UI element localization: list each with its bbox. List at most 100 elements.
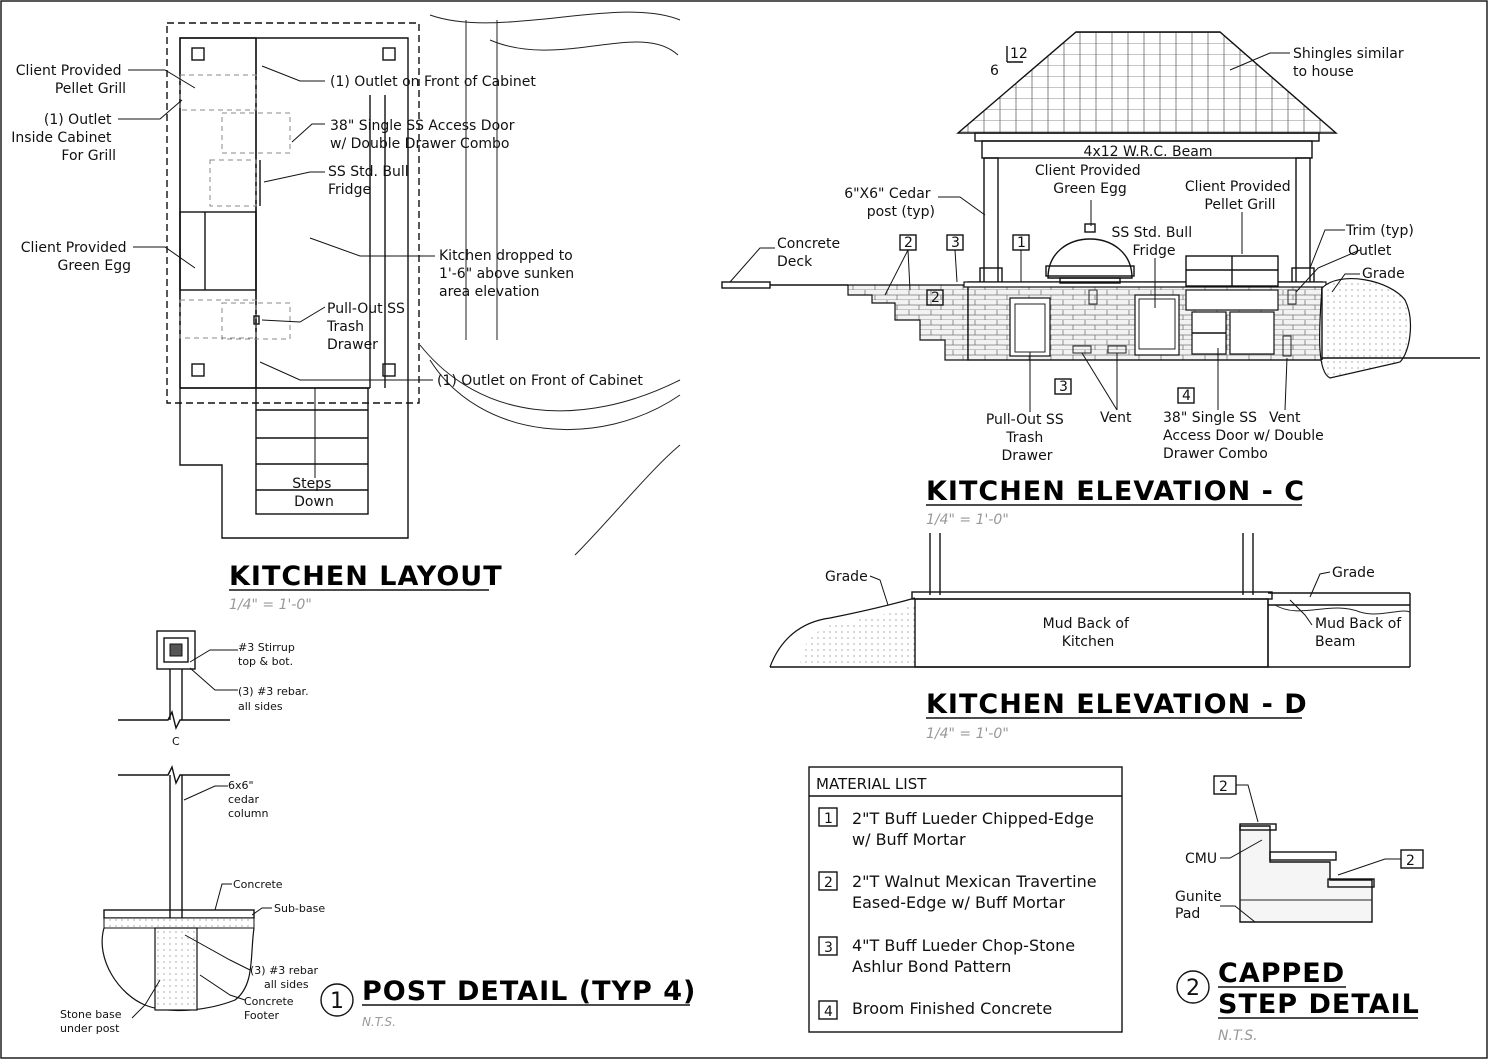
capped-step-detail: 2 2 CMU Gunite Pad 2 CAPPED STEP DETAIL … bbox=[1175, 775, 1424, 1044]
beam-label: 4x12 W.R.C. Beam bbox=[1084, 144, 1213, 160]
material-1-num: 1 bbox=[824, 811, 833, 827]
cedar-post bbox=[1295, 157, 1311, 287]
trash-label: Pull-Out SS Trash Drawer bbox=[986, 412, 1068, 464]
concrete-slab bbox=[103, 909, 255, 919]
step-stone-veneer bbox=[847, 284, 969, 361]
pool-curve bbox=[489, 39, 679, 56]
outlet bbox=[1287, 289, 1297, 305]
tag-3b: 3 bbox=[1059, 379, 1068, 395]
fascia bbox=[974, 132, 1320, 142]
kitchen-layout-title: KITCHEN LAYOUT bbox=[229, 561, 503, 592]
elevation-c-title: KITCHEN ELEVATION - C bbox=[926, 476, 1305, 507]
trim-label: Trim (typ) bbox=[1345, 223, 1414, 239]
pool-curve bbox=[574, 444, 681, 556]
grill-label: Client Provided Pellet Grill bbox=[1185, 179, 1295, 213]
layout-label-steps: Steps Down bbox=[292, 476, 336, 510]
gunite-pad-label: Gunite Pad bbox=[1175, 889, 1226, 922]
elevation-d-scale: 1/4" = 1'-0" bbox=[926, 726, 1009, 742]
mud-kitchen-label: Mud Back of Kitchen bbox=[1043, 616, 1134, 650]
sub-base-label: Sub-base bbox=[274, 902, 325, 915]
layout-label-access-door: 38" Single SS Access Door w/ Double Draw… bbox=[330, 118, 519, 152]
layout-label-green-egg: Client Provided Green Egg bbox=[21, 240, 131, 274]
step-detail-title-1: CAPPED bbox=[1218, 958, 1345, 989]
cedar-post bbox=[983, 157, 999, 287]
vent bbox=[1282, 335, 1292, 357]
pool-curve bbox=[429, 359, 681, 430]
tag-4: 4 bbox=[1182, 388, 1191, 404]
counter bbox=[179, 37, 257, 389]
rebar-label-bottom: (3) #3 rebar all sides bbox=[250, 964, 322, 991]
pitch-rise: 12 bbox=[1010, 46, 1028, 62]
elevation-c-scale: 1/4" = 1'-0" bbox=[926, 512, 1009, 528]
beam bbox=[981, 140, 1313, 159]
material-3-num: 3 bbox=[824, 940, 833, 956]
tag-1: 1 bbox=[1017, 235, 1026, 251]
step-profile bbox=[1239, 825, 1373, 923]
post-detail: C #3 Stirrup top & bot. (3) #3 rebar. al… bbox=[60, 630, 696, 1035]
column-label: 6x6" cedar column bbox=[228, 779, 269, 820]
access-door bbox=[1229, 311, 1275, 355]
concrete-label: Concrete bbox=[233, 878, 283, 891]
layout-label-fridge: SS Std. Bull Fridge bbox=[328, 164, 413, 198]
material-4-text: Broom Finished Concrete bbox=[852, 999, 1052, 1018]
fridge bbox=[1134, 294, 1180, 356]
egg-label: Client Provided Green Egg bbox=[1035, 163, 1145, 197]
tag-2b: 2 bbox=[931, 290, 940, 306]
outer-wall bbox=[179, 37, 409, 539]
pool-curve bbox=[419, 344, 681, 412]
post-label: 6"X6" Cedar post (typ) bbox=[844, 186, 935, 220]
step-detail-scale: N.T.S. bbox=[1218, 1028, 1258, 1044]
post-detail-scale: N.T.S. bbox=[362, 1015, 396, 1029]
access-door-label: 38" Single SS Access Door w/ Double Draw… bbox=[1163, 410, 1328, 462]
material-list: MATERIAL LIST 1 2"T Buff Lueder Chipped-… bbox=[808, 766, 1123, 1033]
mud-back-kitchen bbox=[914, 598, 1269, 668]
post-square bbox=[382, 363, 396, 377]
green-egg-cutout bbox=[179, 211, 257, 291]
sub-base bbox=[103, 917, 255, 929]
detail-number-circle bbox=[1176, 970, 1210, 1004]
grade-mound bbox=[769, 597, 916, 668]
post-square bbox=[191, 47, 205, 61]
pellet-grill-outline bbox=[179, 74, 257, 111]
layout-label-kitchen-dropped: Kitchen dropped to 1'-6" above sunken ar… bbox=[439, 248, 579, 300]
layout-label-outlet-front-top: (1) Outlet on Front of Cabinet bbox=[330, 74, 536, 90]
fridge-label: SS Std. Bull Fridge bbox=[1111, 225, 1196, 259]
grade-label-d-right: Grade bbox=[1332, 565, 1375, 581]
post-square bbox=[382, 47, 396, 61]
pitch-run: 6 bbox=[990, 63, 999, 79]
mud-beam-label: Mud Back of Beam bbox=[1315, 616, 1406, 650]
rebar-label-top: (3) #3 rebar. all sides bbox=[238, 685, 312, 713]
step-tag-top: 2 bbox=[1219, 779, 1228, 795]
detail-number-circle bbox=[320, 983, 354, 1017]
step-detail-number: 2 bbox=[1186, 976, 1200, 1001]
trash-drawer bbox=[1009, 297, 1051, 357]
material-1-text: 2"T Buff Lueder Chipped-Edge w/ Buff Mor… bbox=[852, 809, 1099, 849]
kitchen-layout-scale: 1/4" = 1'-0" bbox=[229, 597, 312, 613]
dropped-area-outline bbox=[166, 22, 420, 404]
fridge-outline bbox=[209, 159, 257, 207]
steps bbox=[255, 387, 369, 515]
centerline-mark: C bbox=[172, 735, 180, 748]
kitchen-elevation-d: Grade Grade Mud Back of Kitchen Mud Back… bbox=[769, 533, 1411, 742]
elevation-d-title: KITCHEN ELEVATION - D bbox=[926, 689, 1308, 720]
stirrup-plan bbox=[156, 630, 196, 670]
step-tag-right: 2 bbox=[1406, 853, 1415, 869]
grade-label-d-left: Grade bbox=[825, 569, 868, 585]
step-cap-lower bbox=[1327, 878, 1375, 888]
step-cap-middle bbox=[1269, 851, 1337, 861]
post-detail-number: 1 bbox=[330, 989, 344, 1014]
post-detail-title: POST DETAIL (TYP 4) bbox=[362, 976, 696, 1007]
outlet bbox=[1088, 289, 1098, 305]
deck-label: Concrete Deck bbox=[777, 236, 845, 270]
outlet-label: Outlet bbox=[1348, 243, 1392, 259]
vent-label-2: Vent bbox=[1269, 410, 1301, 426]
kitchen-layout-plan: Client Provided Pellet Grill (1) Outlet … bbox=[11, 11, 681, 613]
step-cap-top bbox=[1239, 823, 1277, 831]
post-square bbox=[191, 363, 205, 377]
material-2-num: 2 bbox=[824, 875, 833, 891]
footer-label: Concrete Footer bbox=[244, 995, 297, 1022]
layout-label-outlet-inside: (1) Outlet Inside Cabinet For Grill bbox=[11, 112, 116, 164]
trash-drawer-outline bbox=[179, 299, 257, 339]
